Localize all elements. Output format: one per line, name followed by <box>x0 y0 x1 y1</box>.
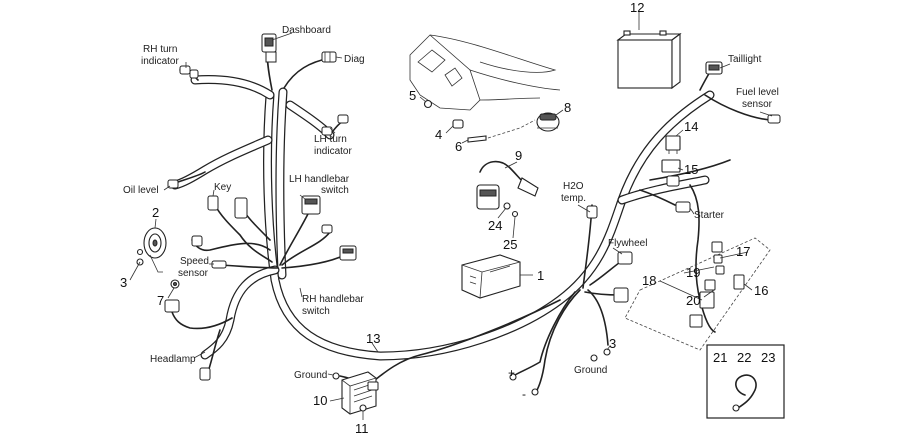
part-number-9: 9 <box>515 148 522 163</box>
text-labels: Dashboard Diag RH turn indicator LH turn… <box>123 25 779 401</box>
part-number-7: 7 <box>157 293 164 308</box>
part-number-24: 24 <box>488 218 502 233</box>
main-harness <box>170 75 715 361</box>
ecu-box-icon <box>461 254 521 299</box>
part-number-6: 6 <box>455 139 462 154</box>
part-number-18: 18 <box>642 273 656 288</box>
clip-icon <box>735 374 757 409</box>
label-dashboard: Dashboard <box>282 25 331 36</box>
label-rh-turn-line2: indicator <box>141 56 179 67</box>
label-minus: - <box>522 387 526 401</box>
label-h2o-line2: temp. <box>561 193 586 204</box>
label-speed-line2: sensor <box>178 268 209 279</box>
ground-right-eyelet <box>590 348 611 362</box>
label-lh-turn-line1: LH turn <box>314 134 347 145</box>
label-taillight: Taillight <box>728 54 762 65</box>
inset-number-21: 21 <box>713 350 727 365</box>
label-starter: Starter <box>694 210 725 221</box>
part-number-13: 13 <box>366 331 380 346</box>
inset-number-22: 22 <box>737 350 751 365</box>
inset-box <box>706 344 785 419</box>
part-number-19: 19 <box>686 265 700 280</box>
oil-level-connector <box>167 179 179 189</box>
part-number-2: 2 <box>152 205 159 220</box>
dashboard-connector <box>261 33 277 63</box>
rh-switch-connector <box>339 245 357 261</box>
coil-icon <box>476 160 539 218</box>
lh-turn-connector <box>321 114 349 136</box>
h2o-connector <box>586 205 598 219</box>
spacer-4 <box>452 119 464 129</box>
leader-lines <box>129 12 773 420</box>
label-ground-right: Ground <box>574 365 607 376</box>
label-oil-level: Oil level <box>123 185 159 196</box>
label-lh-switch-line1: LH handlebar <box>289 174 350 185</box>
rh-turn-connector <box>179 65 199 79</box>
part-number-1: 1 <box>537 268 544 283</box>
label-ground-left: Ground <box>294 370 327 381</box>
part-number-8: 8 <box>564 100 571 115</box>
label-key: Key <box>214 182 231 193</box>
screw-5 <box>423 99 433 109</box>
horn-icon <box>136 227 167 273</box>
part-number-15: 15 <box>684 162 698 177</box>
part-numbers: 2 3 7 13 5 4 6 8 9 24 25 1 12 14 15 17 1… <box>120 0 775 434</box>
starter-connector <box>675 201 691 213</box>
label-rh-turn-line1: RH turn <box>143 44 177 55</box>
taillight-connector <box>705 61 723 75</box>
speed-sensor-connector <box>211 260 227 269</box>
screw-6 <box>467 135 487 143</box>
label-headlamp: Headlamp <box>150 354 196 365</box>
relay-14 <box>665 135 681 154</box>
part-number-12: 12 <box>630 0 644 15</box>
regulator-icon <box>341 371 379 415</box>
part-number-10: 10 <box>313 393 327 408</box>
label-lh-switch-line2: switch <box>321 185 349 196</box>
label-fuel-line2: sensor <box>742 99 773 110</box>
label-flywheel: Flywheel <box>608 238 647 249</box>
label-h2o-line1: H2O <box>563 181 584 192</box>
label-plus: + <box>508 366 515 380</box>
bolt-7 <box>170 279 180 289</box>
key-connector <box>191 195 248 247</box>
part-number-20: 20 <box>686 293 700 308</box>
label-diag: Diag <box>344 54 365 65</box>
part-number-11: 11 <box>355 421 369 434</box>
fuel-sensor-connector <box>767 114 781 124</box>
label-rh-switch-line2: switch <box>302 306 330 317</box>
part-number-16: 16 <box>754 283 768 298</box>
frame-bracket <box>409 34 561 111</box>
label-lh-turn-line2: indicator <box>314 146 352 157</box>
battery-cable-ends <box>509 373 539 396</box>
headlamp-connector <box>164 299 211 381</box>
battery-icon <box>616 30 682 90</box>
fuse-box-group <box>624 237 771 351</box>
relay-icon <box>536 112 560 132</box>
misc-connector <box>613 287 629 303</box>
inset-number-23: 23 <box>761 350 775 365</box>
label-fuel-line1: Fuel level <box>736 87 779 98</box>
part-number-3-left: 3 <box>120 275 127 290</box>
diag-connector <box>321 51 337 63</box>
part-number-5: 5 <box>409 88 416 103</box>
part-number-25: 25 <box>503 237 517 252</box>
lh-switch-connector <box>301 195 333 234</box>
part-number-17: 17 <box>736 244 750 259</box>
part-number-4: 4 <box>435 127 442 142</box>
part-number-14: 14 <box>684 119 698 134</box>
part-number-3-right: 3 <box>609 336 616 351</box>
ground-left-eyelet <box>332 372 340 380</box>
label-speed-line1: Speed <box>180 256 209 267</box>
label-rh-switch-line1: RH handlebar <box>302 294 364 305</box>
relay-15 <box>661 159 681 187</box>
flywheel-connector <box>617 251 633 265</box>
